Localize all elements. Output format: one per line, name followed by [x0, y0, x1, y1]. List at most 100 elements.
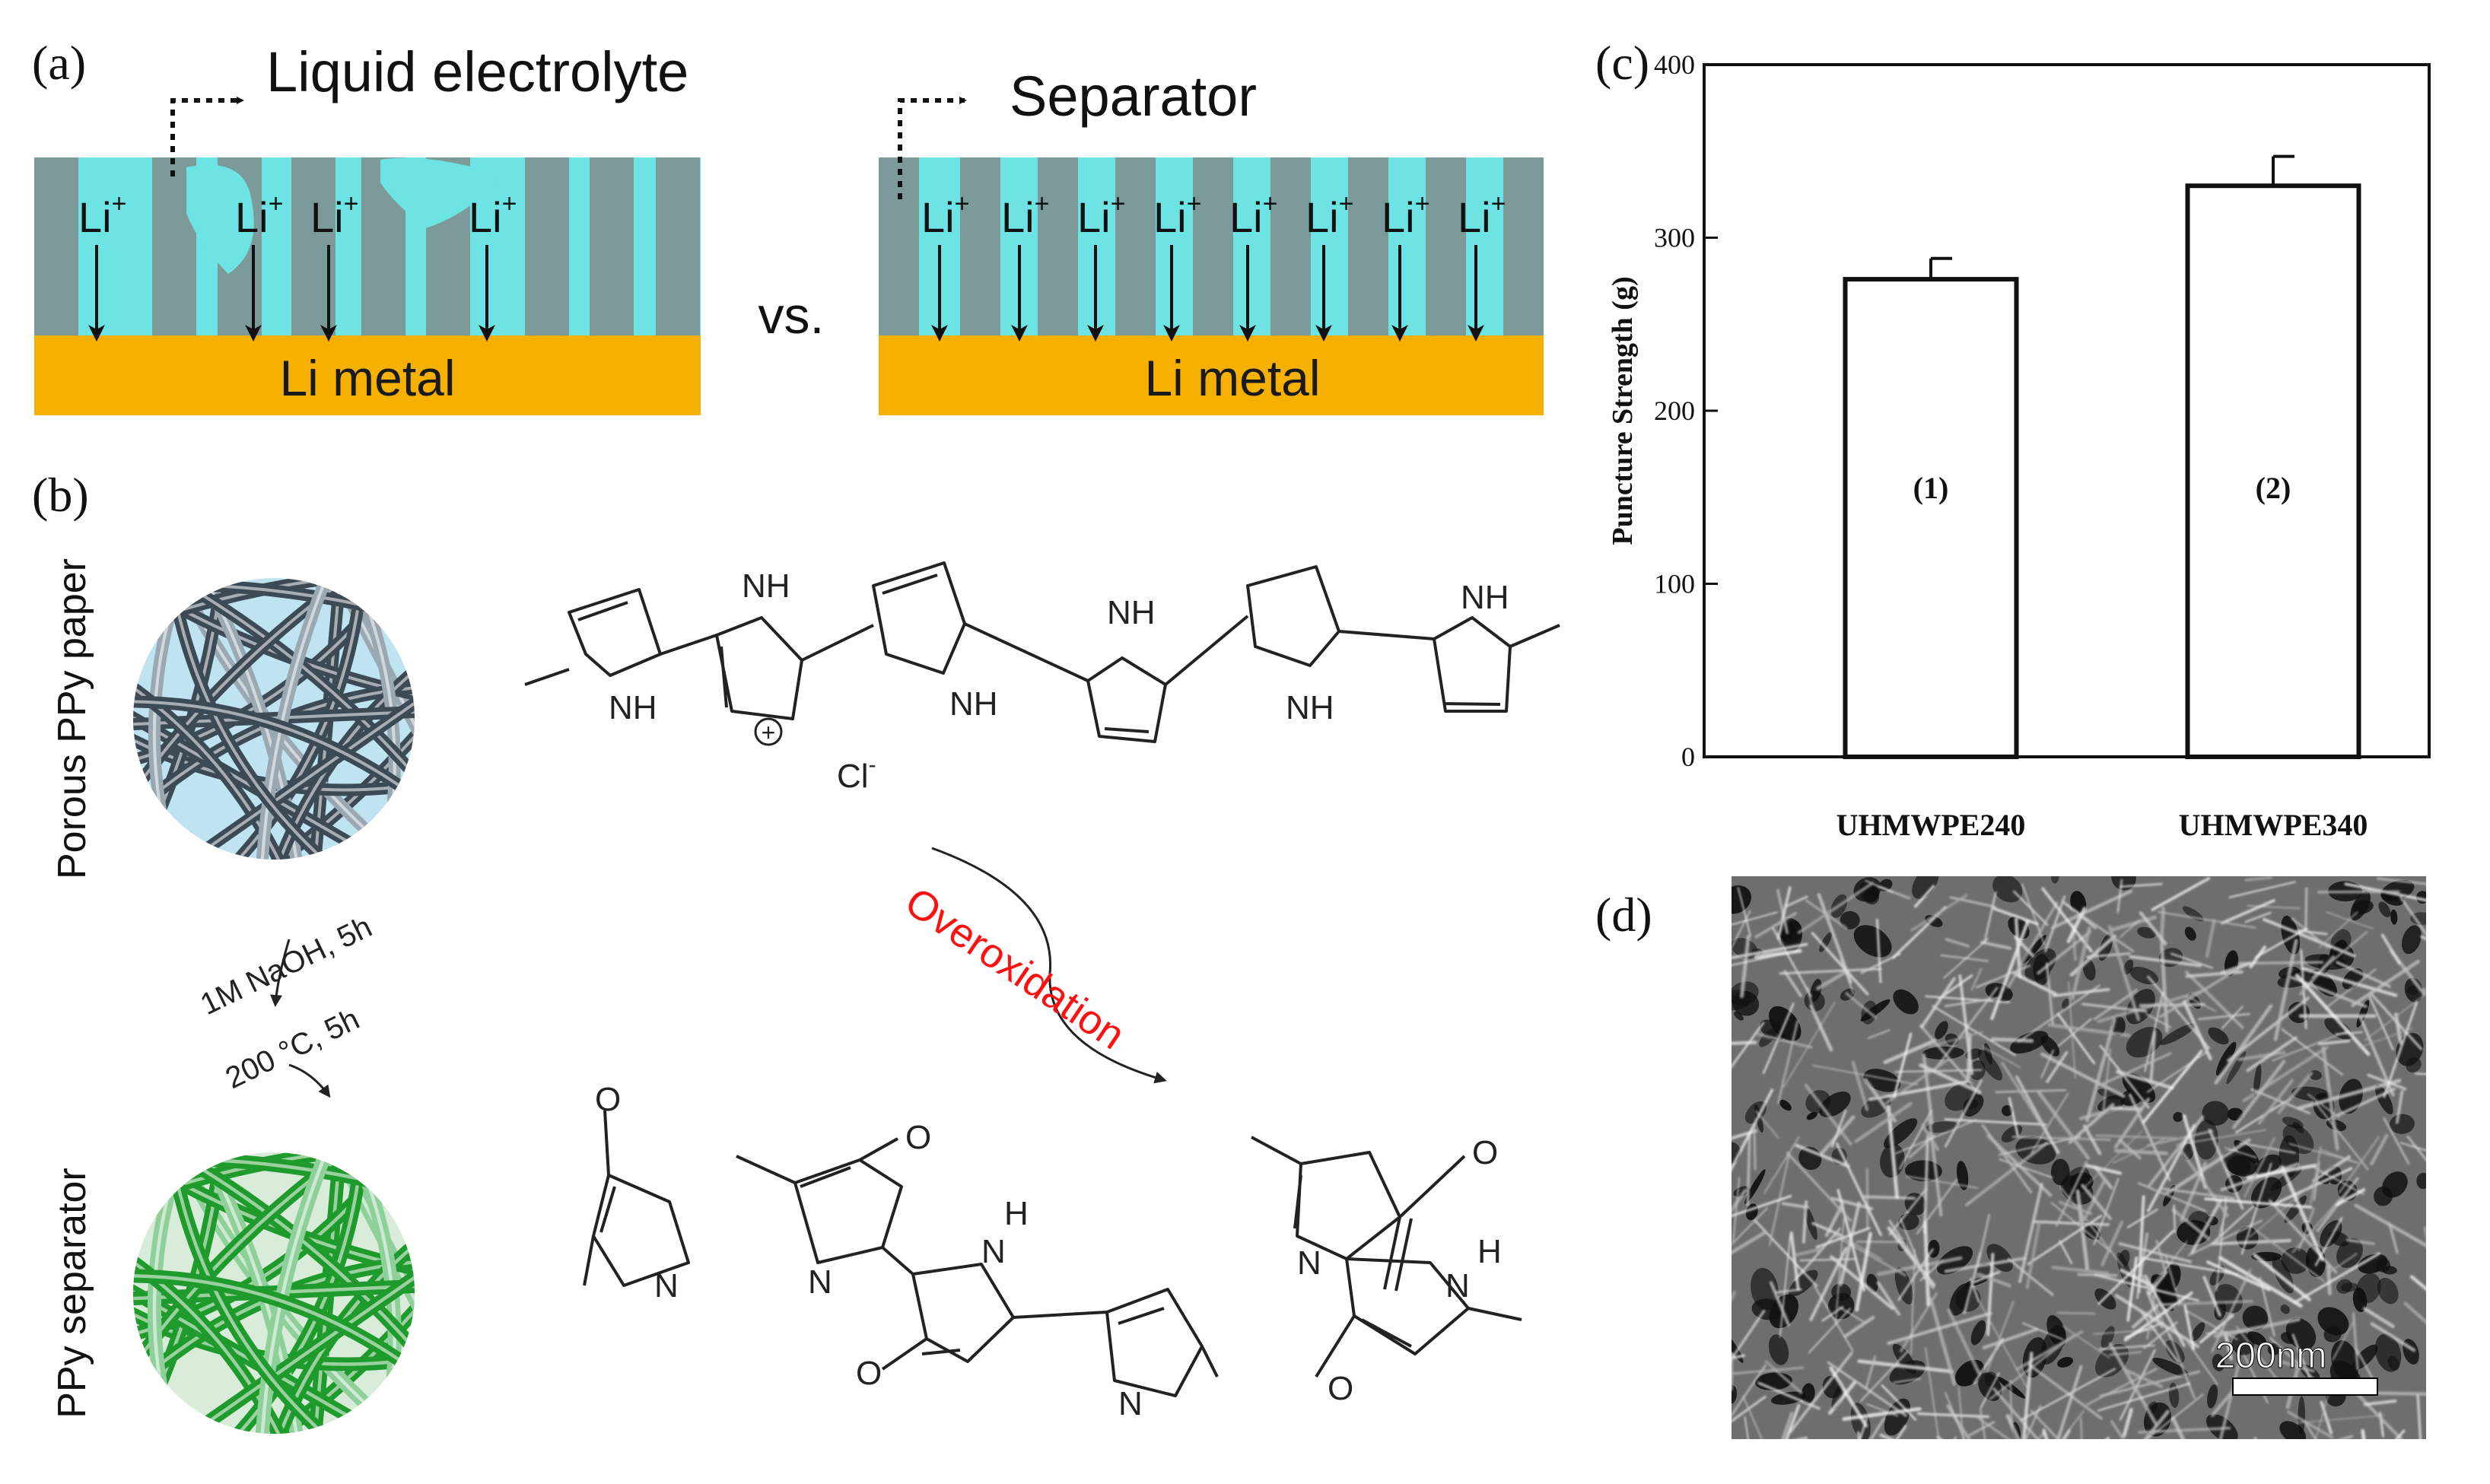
y-tick-label: 100 [1654, 569, 1695, 599]
pillar [1038, 157, 1078, 336]
y-axis-title: Puncture Strength (g) [1607, 276, 1639, 545]
bar-series: (1) UHMWPE240 (2) UHMWPE340 [1836, 154, 2368, 842]
li-ion: Li+ [469, 189, 517, 342]
overoxidation-label: Overoxidation [897, 879, 1133, 1058]
nh-label-6: NH [1461, 579, 1509, 616]
x-tick-label: UHMWPE340 [2179, 808, 2368, 842]
svg-text:+: + [762, 719, 776, 746]
svg-text:Li+: Li+ [78, 189, 126, 241]
scale-bar-label: 200nm [2215, 1336, 2327, 1376]
svg-text:Li+: Li+ [1229, 189, 1277, 241]
pillar [1193, 157, 1233, 336]
li-ion: Li+ [1153, 189, 1201, 342]
versus-text: vs. [758, 287, 825, 345]
pillar [590, 157, 634, 336]
panel-a-label: (a) [32, 36, 86, 90]
h-label-1: H [1004, 1195, 1029, 1232]
scale-bar [2232, 1378, 2378, 1396]
sem-image [1732, 876, 2426, 1439]
li-ion: Li+ [1229, 189, 1277, 342]
o-label-1: O [595, 1081, 621, 1118]
n-label-6: N [1445, 1267, 1470, 1304]
right-pillars [879, 157, 1544, 336]
positive-charge-marker: + [754, 717, 783, 746]
o-label-3: O [856, 1355, 882, 1392]
x-tick-label: UHMWPE240 [1836, 808, 2026, 842]
n-label-4: N [1118, 1385, 1143, 1422]
h-label-2: H [1477, 1233, 1502, 1270]
li-ion: Li+ [310, 189, 358, 342]
right-li-metal-base [879, 335, 1544, 415]
bar [2185, 183, 2361, 759]
left-membrane: Li metal Li+ Li+ Li+ Li+ Liquid electrolyte [34, 40, 701, 415]
svg-text:Li+: Li+ [310, 189, 358, 241]
svg-text:Li+: Li+ [1382, 189, 1429, 241]
left-ions: Li+ Li+ Li+ Li+ [78, 189, 517, 342]
pillar [34, 157, 78, 336]
svg-text:Li+: Li+ [1077, 189, 1125, 241]
li-ion: Li+ [1077, 189, 1125, 342]
panel-b-label: (b) [32, 468, 89, 522]
left-li-metal-base [34, 335, 701, 415]
top-material-label: Porous PPy paper [50, 558, 94, 879]
bottom-material-label: PPy separator [50, 1168, 94, 1419]
svg-text:Li+: Li+ [921, 189, 969, 241]
n-label-2: N [808, 1263, 832, 1301]
svg-text:Li+: Li+ [1153, 189, 1201, 241]
nh-label-1: NH [609, 689, 657, 726]
li-ion: Li+ [921, 189, 969, 342]
pillar [960, 157, 1000, 336]
nh-label-3: NH [949, 685, 998, 723]
svg-text:Li+: Li+ [1458, 189, 1506, 241]
panel-a: (a) Li metal Li+ Li+ Li+ Li+ Liquid electro… [32, 36, 1544, 415]
right-base-label: Li metal [1144, 350, 1320, 406]
pillar [1270, 157, 1311, 336]
separator-fiber-network [133, 1152, 415, 1434]
n-label-3: N [981, 1233, 1006, 1270]
o-label-2: O [905, 1119, 931, 1156]
y-tick-label: 0 [1681, 742, 1695, 772]
pillar [656, 157, 700, 336]
right-callout-arrow [898, 97, 967, 199]
right-membrane: Li metal Li+ Li+ Li+ Li+ Li+ Li+ Li+ Li+ Separa… [879, 65, 1544, 415]
overoxidized-labels: O N O N H N O N O N H N O [595, 1081, 1502, 1422]
li-ion: Li+ [78, 189, 126, 342]
bar-label: (2) [2256, 471, 2291, 505]
ppy-chain-labels: NH NH NH NH NH NH Cl- [609, 567, 1509, 795]
nh-label-4: NH [1107, 594, 1156, 631]
n-label-1: N [654, 1267, 679, 1304]
y-tick-label: 200 [1654, 396, 1695, 426]
step2-text: 200 °C, 5h [221, 1002, 365, 1095]
step2-arrow [288, 1063, 331, 1098]
o-label-4: O [1472, 1134, 1498, 1171]
o-label-5: O [1328, 1370, 1353, 1407]
li-ion: Li+ [235, 189, 283, 342]
electrolyte-overflow [186, 164, 254, 274]
step1-arrow [270, 939, 291, 1007]
right-callout-text: Separator [1010, 65, 1257, 128]
y-tick-label: 400 [1654, 49, 1695, 80]
right-ions: Li+ Li+ Li+ Li+ Li+ Li+ Li+ Li+ [921, 189, 1506, 342]
svg-text:Li+: Li+ [469, 189, 517, 241]
ppy-chain-structure [524, 561, 1560, 743]
li-ion: Li+ [1305, 189, 1353, 342]
left-base-label: Li metal [279, 350, 455, 406]
panel-b: (b) Porous PPy paper PPy separator 1M Na… [32, 468, 1560, 1434]
bar [1843, 277, 2019, 760]
bar-label: (1) [1913, 471, 1949, 505]
ppy-separator-disc [133, 1152, 415, 1434]
nh-label-5: NH [1286, 689, 1334, 726]
porous-ppy-paper-disc [133, 578, 415, 860]
svg-text:Li+: Li+ [235, 189, 283, 241]
left-pillars [34, 157, 700, 336]
n-label-5: N [1297, 1244, 1321, 1282]
y-tick-label: 300 [1654, 223, 1695, 253]
paper-fiber-network [133, 578, 415, 860]
pillar [1426, 157, 1466, 336]
left-callout-text: Liquid electrolyte [266, 40, 688, 103]
li-ion: Li+ [1001, 189, 1049, 342]
pillar [1115, 157, 1156, 336]
y-axis-ticks: 0 100 200 300 400 [1654, 49, 1718, 772]
